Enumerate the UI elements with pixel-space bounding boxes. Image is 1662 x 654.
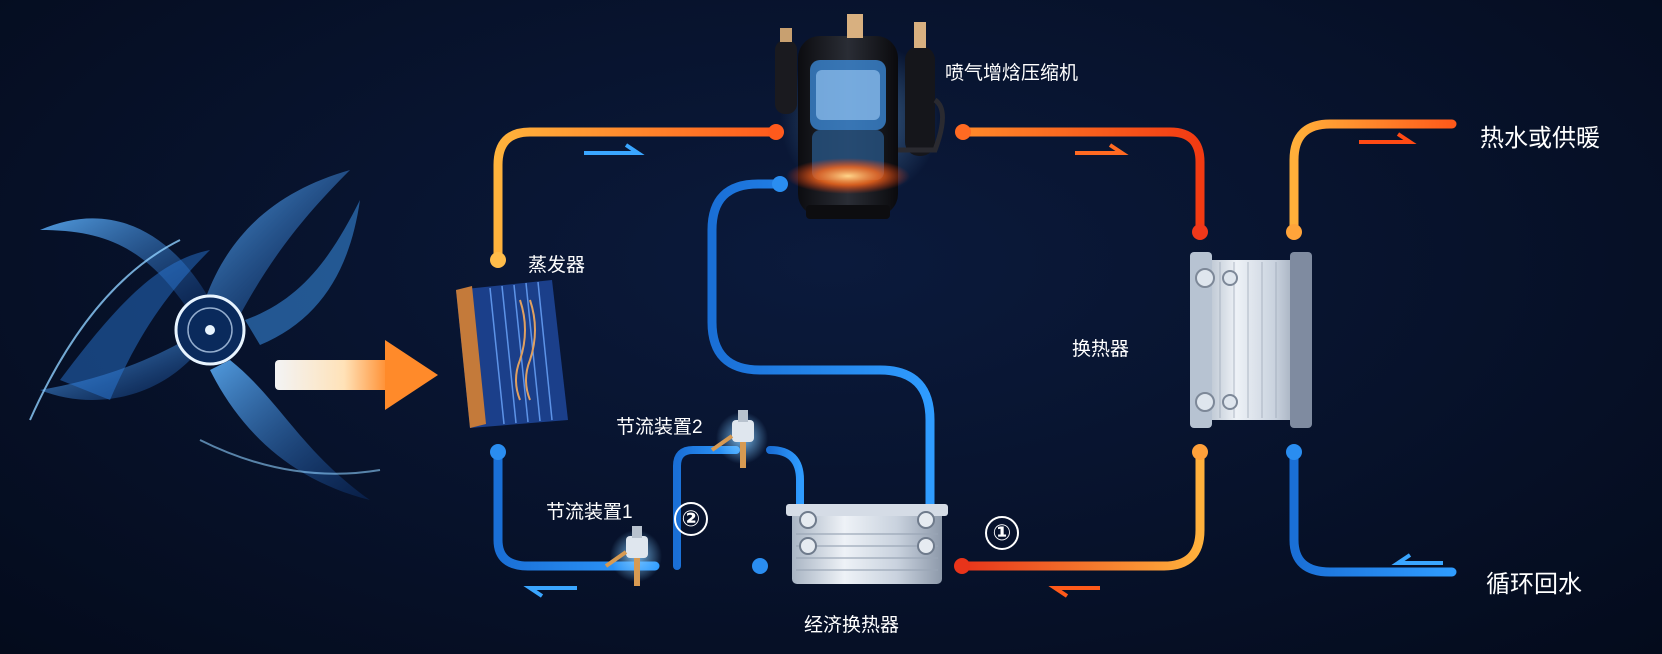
- compressor-label: 喷气增焓压缩机: [945, 63, 1079, 84]
- hot-refrigerant-pipes: [493, 119, 1457, 571]
- expansion-valve-icon: [604, 526, 662, 586]
- pipe-end-dots: [490, 124, 1302, 574]
- return-water-label: 循环回水: [1486, 571, 1582, 598]
- air-flow-arrow-icon: [275, 340, 438, 410]
- cold-refrigerant-pipes: [493, 179, 1457, 577]
- economizer-icon: [786, 504, 948, 584]
- heat-exchanger-label: 换热器: [1072, 339, 1130, 360]
- plate-heat-exchanger-icon: [1190, 252, 1312, 428]
- hot-water-output-label: 热水或供暖: [1480, 125, 1600, 152]
- evaporator-coil-icon: [456, 280, 568, 428]
- flow-direction-arrows: [523, 132, 1443, 598]
- compressor-icon: [775, 14, 945, 219]
- marker-one: ①: [985, 516, 1019, 550]
- expansion-valve-icon: [710, 410, 768, 468]
- expansion-valve-2-label: 节流装置2: [616, 417, 703, 438]
- economizer-label: 经济换热器: [804, 615, 900, 636]
- expansion-valve-1-label: 节流装置1: [546, 502, 633, 523]
- fan-icon: [29, 170, 381, 500]
- marker-two: ②: [674, 502, 708, 536]
- evaporator-label: 蒸发器: [528, 255, 586, 276]
